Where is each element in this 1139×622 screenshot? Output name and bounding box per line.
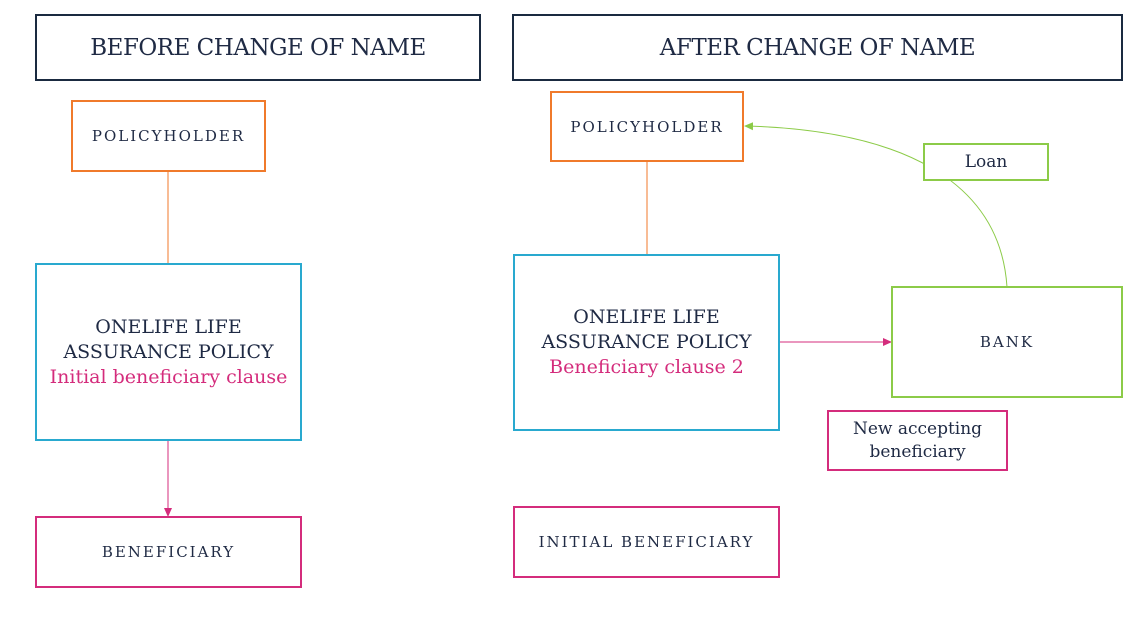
after-policyholder-box: POLICYHOLDER xyxy=(550,91,744,162)
before-policy-clause: Initial beneficiary clause xyxy=(49,365,288,388)
after-policy-box: ONELIFE LIFE ASSURANCE POLICY Beneficiar… xyxy=(513,254,780,431)
before-beneficiary-box: BENEFICIARY xyxy=(35,516,302,588)
initial-beneficiary-box: INITIAL BENEFICIARY xyxy=(513,506,780,578)
before-policy-box: ONELIFE LIFE ASSURANCE POLICY Initial be… xyxy=(35,263,302,441)
initial-beneficiary-label: INITIAL BENEFICIARY xyxy=(538,533,755,551)
after-header-text: AFTER CHANGE OF NAME xyxy=(659,34,976,61)
new-beneficiary-box: New accepting beneficiary xyxy=(827,410,1008,471)
before-policyholder-box: POLICYHOLDER xyxy=(71,100,266,172)
before-policy-line1: ONELIFE LIFE xyxy=(95,315,242,338)
after-policy-clause: Beneficiary clause 2 xyxy=(549,356,744,378)
new-beneficiary-line1: New accepting xyxy=(852,418,983,439)
after-header: AFTER CHANGE OF NAME xyxy=(512,14,1123,81)
before-beneficiary-label: BENEFICIARY xyxy=(101,543,236,561)
before-header-text: BEFORE CHANGE OF NAME xyxy=(90,34,426,61)
before-header: BEFORE CHANGE OF NAME xyxy=(35,14,481,81)
after-policyholder-label: POLICYHOLDER xyxy=(570,117,724,136)
loan-box: Loan xyxy=(923,143,1049,181)
before-policyholder-label: POLICYHOLDER xyxy=(91,127,246,145)
loan-label: Loan xyxy=(964,151,1008,172)
before-policy-line2: ASSURANCE POLICY xyxy=(63,340,274,363)
after-policy-line1: ONELIFE LIFE xyxy=(573,306,720,328)
after-policy-line2: ASSURANCE POLICY xyxy=(541,331,752,353)
bank-label: BANK xyxy=(979,333,1035,351)
bank-box: BANK xyxy=(891,286,1123,398)
new-beneficiary-line2: beneficiary xyxy=(869,441,966,462)
